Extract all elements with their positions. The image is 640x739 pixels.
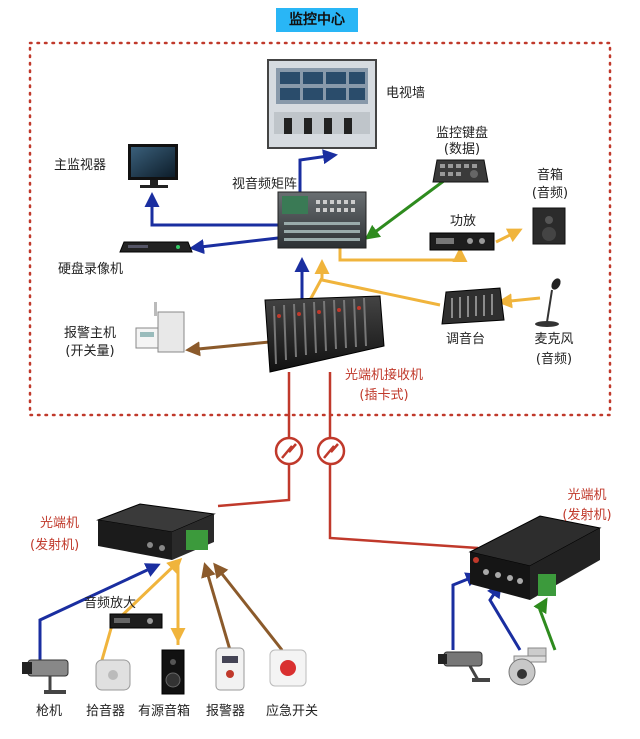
receiver-label: 光端机接收机: [344, 368, 423, 383]
fiber-lines: [217, 372, 479, 550]
right-gun-camera-device: [438, 651, 490, 682]
keyboard-sub-label: (数据): [443, 142, 481, 157]
speaker-sub-label: (音频): [531, 186, 569, 201]
gun-camera-label: 枪机: [36, 704, 63, 719]
receiver-rack-device: [264, 295, 385, 373]
matrix-label: 视音频矩阵: [232, 177, 298, 192]
main-monitor-label: 主监视器: [54, 158, 107, 173]
dvr-label: 硬盘录像机: [58, 262, 124, 277]
title-box: [276, 8, 358, 32]
amplifier-device: [429, 232, 495, 251]
pickup-device: [95, 659, 131, 691]
active-speaker-device: [161, 649, 185, 695]
active-speaker-label: 有源音箱: [138, 704, 191, 719]
video-lines: [38, 149, 522, 665]
alarm-host-label: 报警主机: [63, 326, 116, 341]
tx-right-sub-label: (发射机): [562, 508, 612, 523]
dome-camera-device: [508, 647, 547, 686]
fiber-link-icon-right: [316, 436, 346, 466]
alarm-host-sub-label: (开关量): [65, 344, 115, 359]
mixer-label: 调音台: [446, 332, 486, 347]
pickup-label: 拾音器: [86, 704, 126, 719]
gun-camera-device: [22, 659, 69, 694]
keyboard-device: [432, 159, 489, 183]
alarm-device: [215, 647, 245, 691]
amplifier-label: 功放: [450, 214, 477, 229]
microphone-sub-label: (音频): [535, 352, 573, 367]
tx-right-label: 光端机: [567, 488, 607, 503]
video-wall-device: [267, 59, 377, 149]
main-monitor-device: [128, 144, 178, 188]
dvr-device: [119, 241, 193, 253]
video-wall-label: 电视墙: [386, 86, 426, 101]
data-lines: [364, 178, 557, 651]
receiver-sub-label: (插卡式): [359, 388, 409, 403]
title-text: 监控中心: [289, 12, 345, 28]
alarm-host-device: [135, 302, 185, 353]
audio-amplifier-device: [109, 613, 163, 629]
speaker-label: 音箱: [536, 168, 563, 183]
fiber-link-icon-left: [274, 436, 304, 466]
control-center-boundary: [28, 41, 612, 417]
alarm-label: 报警器: [206, 704, 246, 719]
tx-left-sub-label: (发射机): [30, 538, 80, 553]
microphone-label: 麦克风: [534, 332, 574, 347]
alarm-lines: [185, 338, 291, 651]
right-transmitter-device: [468, 515, 602, 600]
microphone-device: [535, 278, 561, 327]
speaker-device: [532, 207, 566, 245]
left-transmitter-device: [96, 503, 216, 560]
matrix-device: [277, 191, 367, 249]
keyboard-label: 监控键盘: [435, 126, 488, 141]
tx-left-label: 光端机: [40, 516, 80, 531]
emergency-label: 应急开关: [266, 704, 319, 719]
mixer-device: [441, 287, 505, 325]
audio-amp-label: 音频放大: [84, 596, 137, 611]
emergency-switch-device: [269, 649, 307, 687]
